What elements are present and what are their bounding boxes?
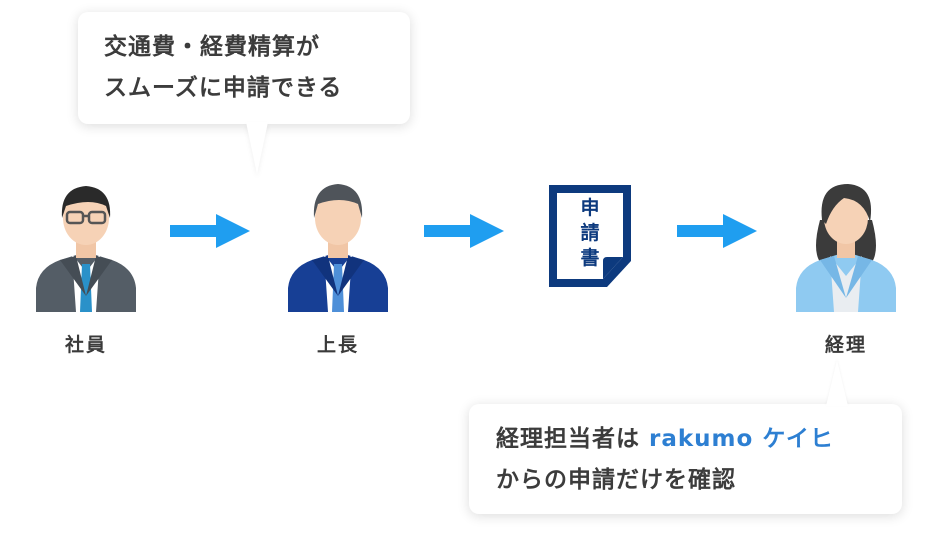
speech-bubble-bottom: 経理担当者は rakumo ケイヒ からの申請だけを確認 (469, 360, 902, 514)
arrow-right-icon (424, 214, 504, 248)
speech-bubble-tail (826, 360, 848, 406)
speech-bubble-tail (246, 122, 268, 174)
speech-bubble-top: 交通費・経費精算が スムーズに申請できる (78, 12, 410, 174)
document-char-2: 請 (580, 222, 600, 244)
bubble-top-line2: スムーズに申請できる (104, 75, 343, 101)
bubble-bottom-line1: 経理担当者は rakumo ケイヒ (496, 419, 834, 460)
bubble-bottom-line1-prefix: 経理担当者は (496, 426, 650, 452)
document-char-3: 書 (580, 247, 600, 269)
role-label-boss: 上長 (316, 334, 359, 356)
bubble-top-line1: 交通費・経費精算が (104, 34, 320, 60)
boss-avatar-icon (288, 184, 388, 312)
role-label-employee: 社員 (64, 334, 107, 356)
document-char-1: 申 (580, 197, 600, 219)
role-label-accounting: 経理 (824, 334, 867, 356)
document-icon (549, 185, 631, 287)
accounting-avatar-icon (796, 184, 896, 312)
employee-avatar-icon (36, 186, 136, 312)
arrow-right-icon (677, 214, 757, 248)
document-title: 申 請 書 (574, 196, 606, 271)
bubble-bottom-line2: からの申請だけを確認 (496, 467, 736, 493)
brand-name: rakumo ケイヒ (649, 426, 834, 452)
arrow-right-icon (170, 214, 250, 248)
